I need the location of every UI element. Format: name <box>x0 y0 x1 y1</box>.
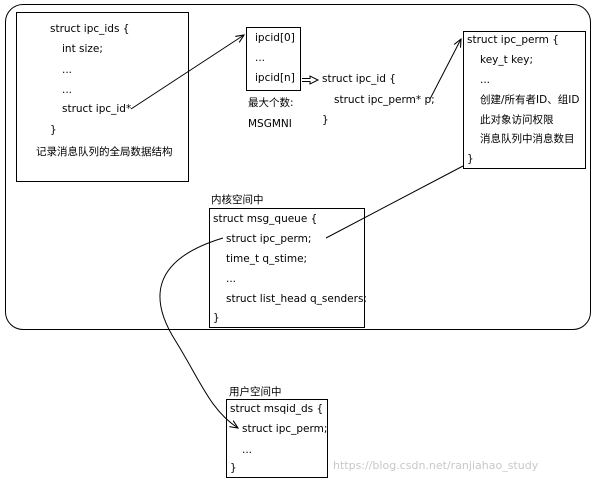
ipc-perm-line-5: 消息队列中消息数目 <box>480 133 575 145</box>
line-msg-queue-to-ipc-perm <box>325 165 464 239</box>
arrow-ipcid-n-to-ipc-id <box>302 75 320 85</box>
ipc-perm-line-1: key_t key; <box>480 54 534 66</box>
msg-queue-box <box>209 208 365 328</box>
ipcid-array-caption-1: MSGMNI <box>248 118 292 130</box>
ipc-perm-line-3: 创建/所有者ID、组ID <box>480 94 580 106</box>
ipcid-array-line-0: ipcid[0] <box>255 32 295 44</box>
msg-queue-line-3: ... <box>226 273 237 285</box>
ipc-ids-box <box>16 12 189 182</box>
ipc-perm-line-2: ... <box>480 74 491 86</box>
ipc-ids-line-1: int size; <box>62 43 103 55</box>
ipc-perm-box <box>463 31 586 169</box>
ipc-ids-caption: 记录消息队列的全局数据结构 <box>36 146 173 158</box>
msg-queue-line-2: time_t q_stime; <box>226 253 308 265</box>
msqid-ds-line-1: struct ipc_perm; <box>242 423 328 435</box>
ipc-perm-line-4: 此对象访问权限 <box>480 114 554 126</box>
ipc-ids-line-5: } <box>50 124 57 136</box>
ipc-id-line-1: struct ipc_perm* p; <box>334 94 435 106</box>
ipcid-array-line-1: ... <box>255 52 266 64</box>
ipc-ids-line-2: ... <box>62 64 73 76</box>
kernel-space-region <box>5 4 591 330</box>
ipc-id-line-2: } <box>322 114 329 126</box>
ipc-perm-line-0: struct ipc_perm { <box>467 34 559 46</box>
ipc-ids-line-0: struct ipc_ids { <box>50 23 130 35</box>
msqid-ds-line-3: } <box>230 462 237 474</box>
arrow-ipc-id-ptr-to-ipcid <box>130 35 244 110</box>
msg-queue-label: 内核空间中 <box>211 194 264 206</box>
msg-queue-line-4: struct list_head q_senders; <box>226 293 367 305</box>
ipcid-array-box <box>246 27 301 91</box>
ipc-ids-line-4: struct ipc_id* <box>62 103 132 115</box>
ipc-ids-line-3: ... <box>62 84 73 96</box>
arrow-ipc-perm-ptr-to-ipc-perm <box>429 39 461 100</box>
msqid-ds-box <box>226 399 328 478</box>
msg-queue-line-0: struct msg_queue { <box>213 213 318 225</box>
msqid-ds-label: 用户空间中 <box>229 386 282 398</box>
msg-queue-line-5: } <box>213 312 220 324</box>
watermark: https://blog.csdn.net/ranjiahao_study <box>333 459 539 472</box>
ipc-perm-line-6: } <box>467 153 474 165</box>
msqid-ds-line-0: struct msqid_ds { <box>230 403 324 415</box>
ipcid-array-line-2: ipcid[n] <box>255 72 295 84</box>
ipcid-array-caption-0: 最大个数: <box>248 97 294 109</box>
msg-queue-line-1: struct ipc_perm; <box>226 233 312 245</box>
ipc-id-line-0: struct ipc_id { <box>322 73 396 85</box>
msqid-ds-line-2: ... <box>242 444 253 456</box>
curve-msg-queue-perm-to-msqid-ds-perm <box>159 237 238 428</box>
